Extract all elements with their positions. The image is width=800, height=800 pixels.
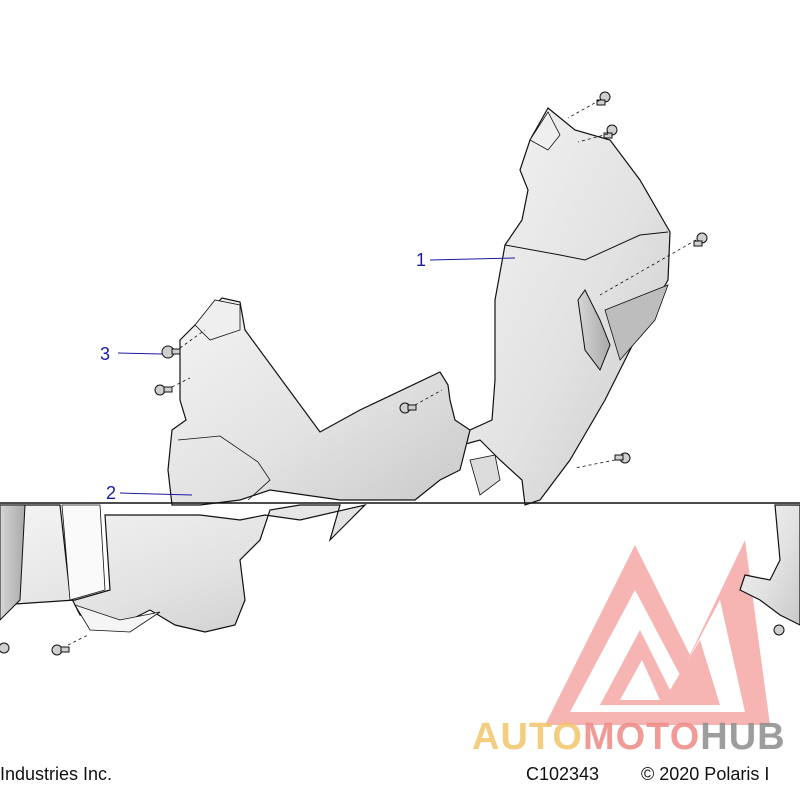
screw-10 xyxy=(773,624,785,636)
footer-copyright-right: © 2020 Polaris I xyxy=(641,764,770,784)
part-1-panel xyxy=(460,107,671,506)
callout-3: 3 xyxy=(100,344,164,364)
screw-2 xyxy=(603,124,618,139)
lower-left-panel xyxy=(0,503,367,633)
screw-5 xyxy=(399,402,417,414)
callout-1-label: 1 xyxy=(416,250,426,270)
footer-diagram-code: C102343 xyxy=(526,764,600,784)
callout-3-label: 3 xyxy=(100,344,110,364)
screw-9 xyxy=(0,642,10,654)
watermark-part-auto: AUTO xyxy=(472,716,583,758)
watermark-logo xyxy=(545,540,770,725)
callout-2: 2 xyxy=(106,483,193,503)
callout-2-label: 2 xyxy=(106,483,116,503)
part-2-panel xyxy=(167,297,471,506)
screw-3 xyxy=(693,232,708,247)
footer-copyright-left: Industries Inc. xyxy=(0,764,113,784)
fastener-screws xyxy=(0,91,785,656)
callout-1: 1 xyxy=(416,250,516,270)
watermark-wordmark: AUTOMOTOHUB xyxy=(472,716,786,759)
watermark-part-moto: MOTO xyxy=(582,716,701,758)
watermark-part-hub: HUB xyxy=(700,716,786,758)
screw-4 xyxy=(614,452,631,464)
screw-6 xyxy=(161,345,181,359)
screw-7 xyxy=(154,384,173,396)
screw-8 xyxy=(51,644,70,656)
screw-1 xyxy=(596,91,611,106)
lower-right-panel xyxy=(739,504,800,626)
fastener-guides xyxy=(67,99,697,646)
